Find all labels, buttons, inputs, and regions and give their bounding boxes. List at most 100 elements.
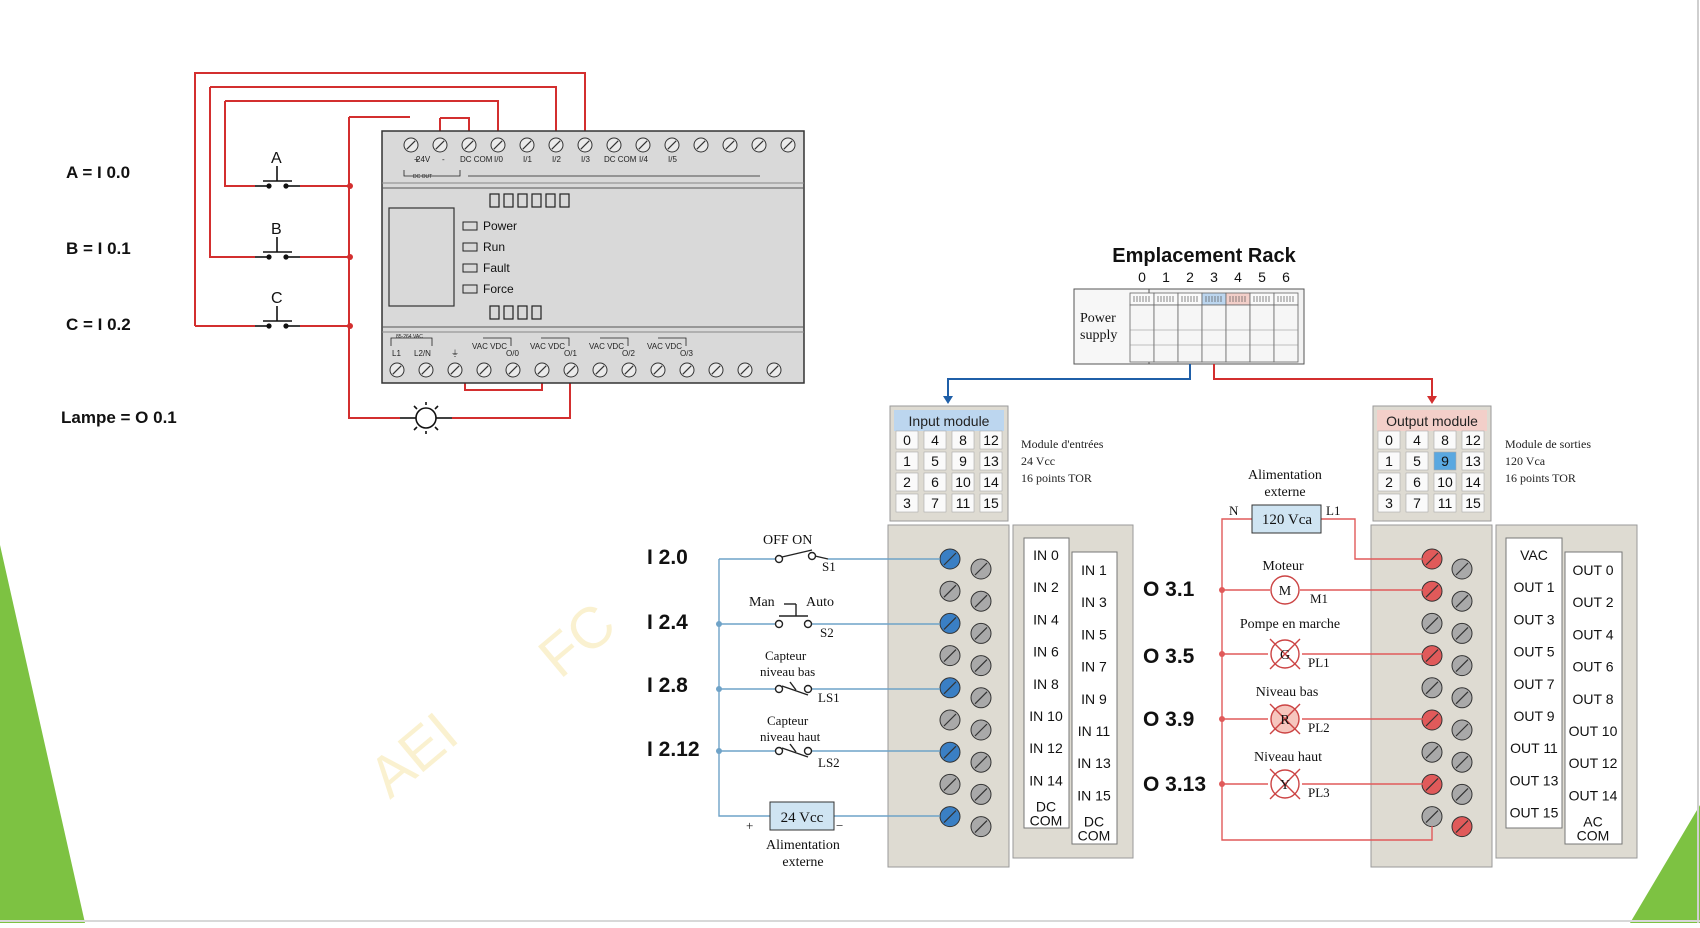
input-supply-caption-1: Alimentation — [766, 838, 840, 853]
watermark-aei: AEI — [357, 700, 470, 810]
plc-led — [503, 305, 514, 320]
high-level-symbol: Y — [1280, 778, 1290, 793]
terminal-label: IN 7 — [1081, 659, 1107, 675]
bottom-terminal-o3: O/3 — [680, 349, 693, 358]
terminal-label: IN 6 — [1033, 644, 1059, 660]
module-grid-cell: 3 — [1377, 493, 1401, 513]
rack-slot-number: 4 — [1234, 269, 1242, 285]
rack-slot — [1249, 292, 1275, 363]
rack-slot — [1201, 292, 1227, 363]
terminal-label: OUT 8 — [1573, 691, 1614, 707]
input-supply-label: 24 Vcc — [781, 810, 824, 826]
terminal-label: IN 4 — [1033, 611, 1059, 627]
plc-top-screw — [606, 137, 622, 153]
rack-slot-number: 2 — [1186, 269, 1194, 285]
output-desc-3: 16 points TOR — [1505, 471, 1576, 485]
terminal-label: IN 5 — [1081, 626, 1107, 642]
terminal-screw — [939, 612, 961, 634]
svg-text:8: 8 — [1441, 432, 1449, 448]
bottom-terminal-o2: O/2 — [622, 349, 635, 358]
plc-wiring: A = I 0.0 B = I 0.1 C = I 0.2 Lampe = O … — [61, 72, 805, 434]
terminal-label: IN 12 — [1029, 740, 1063, 756]
svg-text:8: 8 — [959, 432, 967, 448]
plc-led — [517, 193, 528, 208]
terminal-label: IN 13 — [1077, 755, 1111, 771]
module-grid-cell: 4 — [923, 430, 947, 450]
top-terminal-i1: I/1 — [523, 155, 532, 164]
terminal-screw — [939, 645, 961, 667]
output-supply-label: 120 Vca — [1262, 512, 1312, 528]
output-module-header: Output module — [1386, 413, 1478, 429]
terminal-screw — [939, 709, 961, 731]
top-terminal-minus: - — [442, 155, 445, 164]
module-grid-cell: 11 — [1433, 493, 1457, 513]
terminal-label: AC — [1583, 814, 1602, 830]
svg-text:11: 11 — [956, 495, 971, 511]
ls2-label-1: Capteur — [767, 713, 809, 728]
terminal-label: IN 15 — [1077, 787, 1111, 803]
terminal-label: IN 11 — [1078, 723, 1111, 739]
ls1-label-2: niveau bas — [760, 664, 815, 679]
plc-bottom-screw — [476, 362, 492, 378]
m1-label: M1 — [1310, 591, 1328, 606]
bottom-terminal-l1: L1 — [392, 349, 401, 358]
plc-bottom-screw — [592, 362, 608, 378]
terminal-label: VAC — [1520, 547, 1548, 563]
terminal-label: OUT 0 — [1573, 562, 1614, 578]
terminal-screw — [1451, 590, 1473, 612]
switch-c-label: C — [271, 290, 283, 307]
terminal-label: OUT 6 — [1573, 659, 1614, 675]
svg-text:1: 1 — [1385, 453, 1393, 469]
plc-bottom-screw — [447, 362, 463, 378]
top-terminal-dccom2: DC COM — [604, 155, 637, 164]
terminal-screw — [970, 687, 992, 709]
input-addr-2: I 2.4 — [647, 611, 688, 634]
rack-slots — [1129, 292, 1299, 363]
plc-top-screw — [519, 137, 535, 153]
terminal-label: OUT 15 — [1510, 805, 1559, 821]
terminal-label: OUT 12 — [1569, 755, 1618, 771]
terminal-screw — [1421, 677, 1443, 699]
high-level-label: Niveau haut — [1254, 750, 1322, 765]
motor-symbol: M — [1279, 584, 1292, 599]
green-corner-right — [1630, 805, 1700, 923]
terminal-screw — [970, 558, 992, 580]
s2-label: S2 — [820, 625, 834, 640]
plc-top-screw — [664, 137, 680, 153]
wire-junctions — [347, 183, 353, 329]
terminal-label: IN 2 — [1033, 579, 1059, 595]
terminal-label: IN 0 — [1033, 547, 1059, 563]
indicator-fault: Fault — [483, 261, 510, 275]
push-buttons — [255, 166, 300, 329]
s1-label: S1 — [822, 559, 836, 574]
ls1-label-1: Capteur — [765, 648, 807, 663]
terminal-label: OUT 3 — [1514, 611, 1555, 627]
output-supply-caption-2: externe — [1264, 485, 1305, 500]
switch-b-label: B — [271, 221, 282, 238]
plc-top-screw — [548, 137, 564, 153]
svg-text:3: 3 — [1385, 495, 1393, 511]
plc-top-screw — [780, 137, 796, 153]
module-grid-cell: 3 — [895, 493, 919, 513]
plc-led — [489, 305, 500, 320]
svg-text:10: 10 — [1437, 474, 1453, 490]
module-grid-cell: 11 — [951, 493, 975, 513]
module-grid-cell: 0 — [895, 430, 919, 450]
plc-bottom-screw — [563, 362, 579, 378]
terminal-screw — [939, 773, 961, 795]
plc-top-screw — [577, 137, 593, 153]
output-supply-box — [1251, 504, 1322, 534]
terminal-screw — [939, 580, 961, 602]
rack-slot-number: 1 — [1162, 269, 1170, 285]
top-terminal-plus: + — [414, 155, 419, 164]
bottom-terminal-o0: O/0 — [506, 349, 519, 358]
terminal-screw — [970, 719, 992, 741]
input-module-header-bg — [894, 410, 1004, 431]
plc-led — [489, 193, 500, 208]
plc-display — [388, 207, 455, 307]
svg-text:13: 13 — [1465, 453, 1481, 469]
terminal-screw — [1451, 719, 1473, 741]
